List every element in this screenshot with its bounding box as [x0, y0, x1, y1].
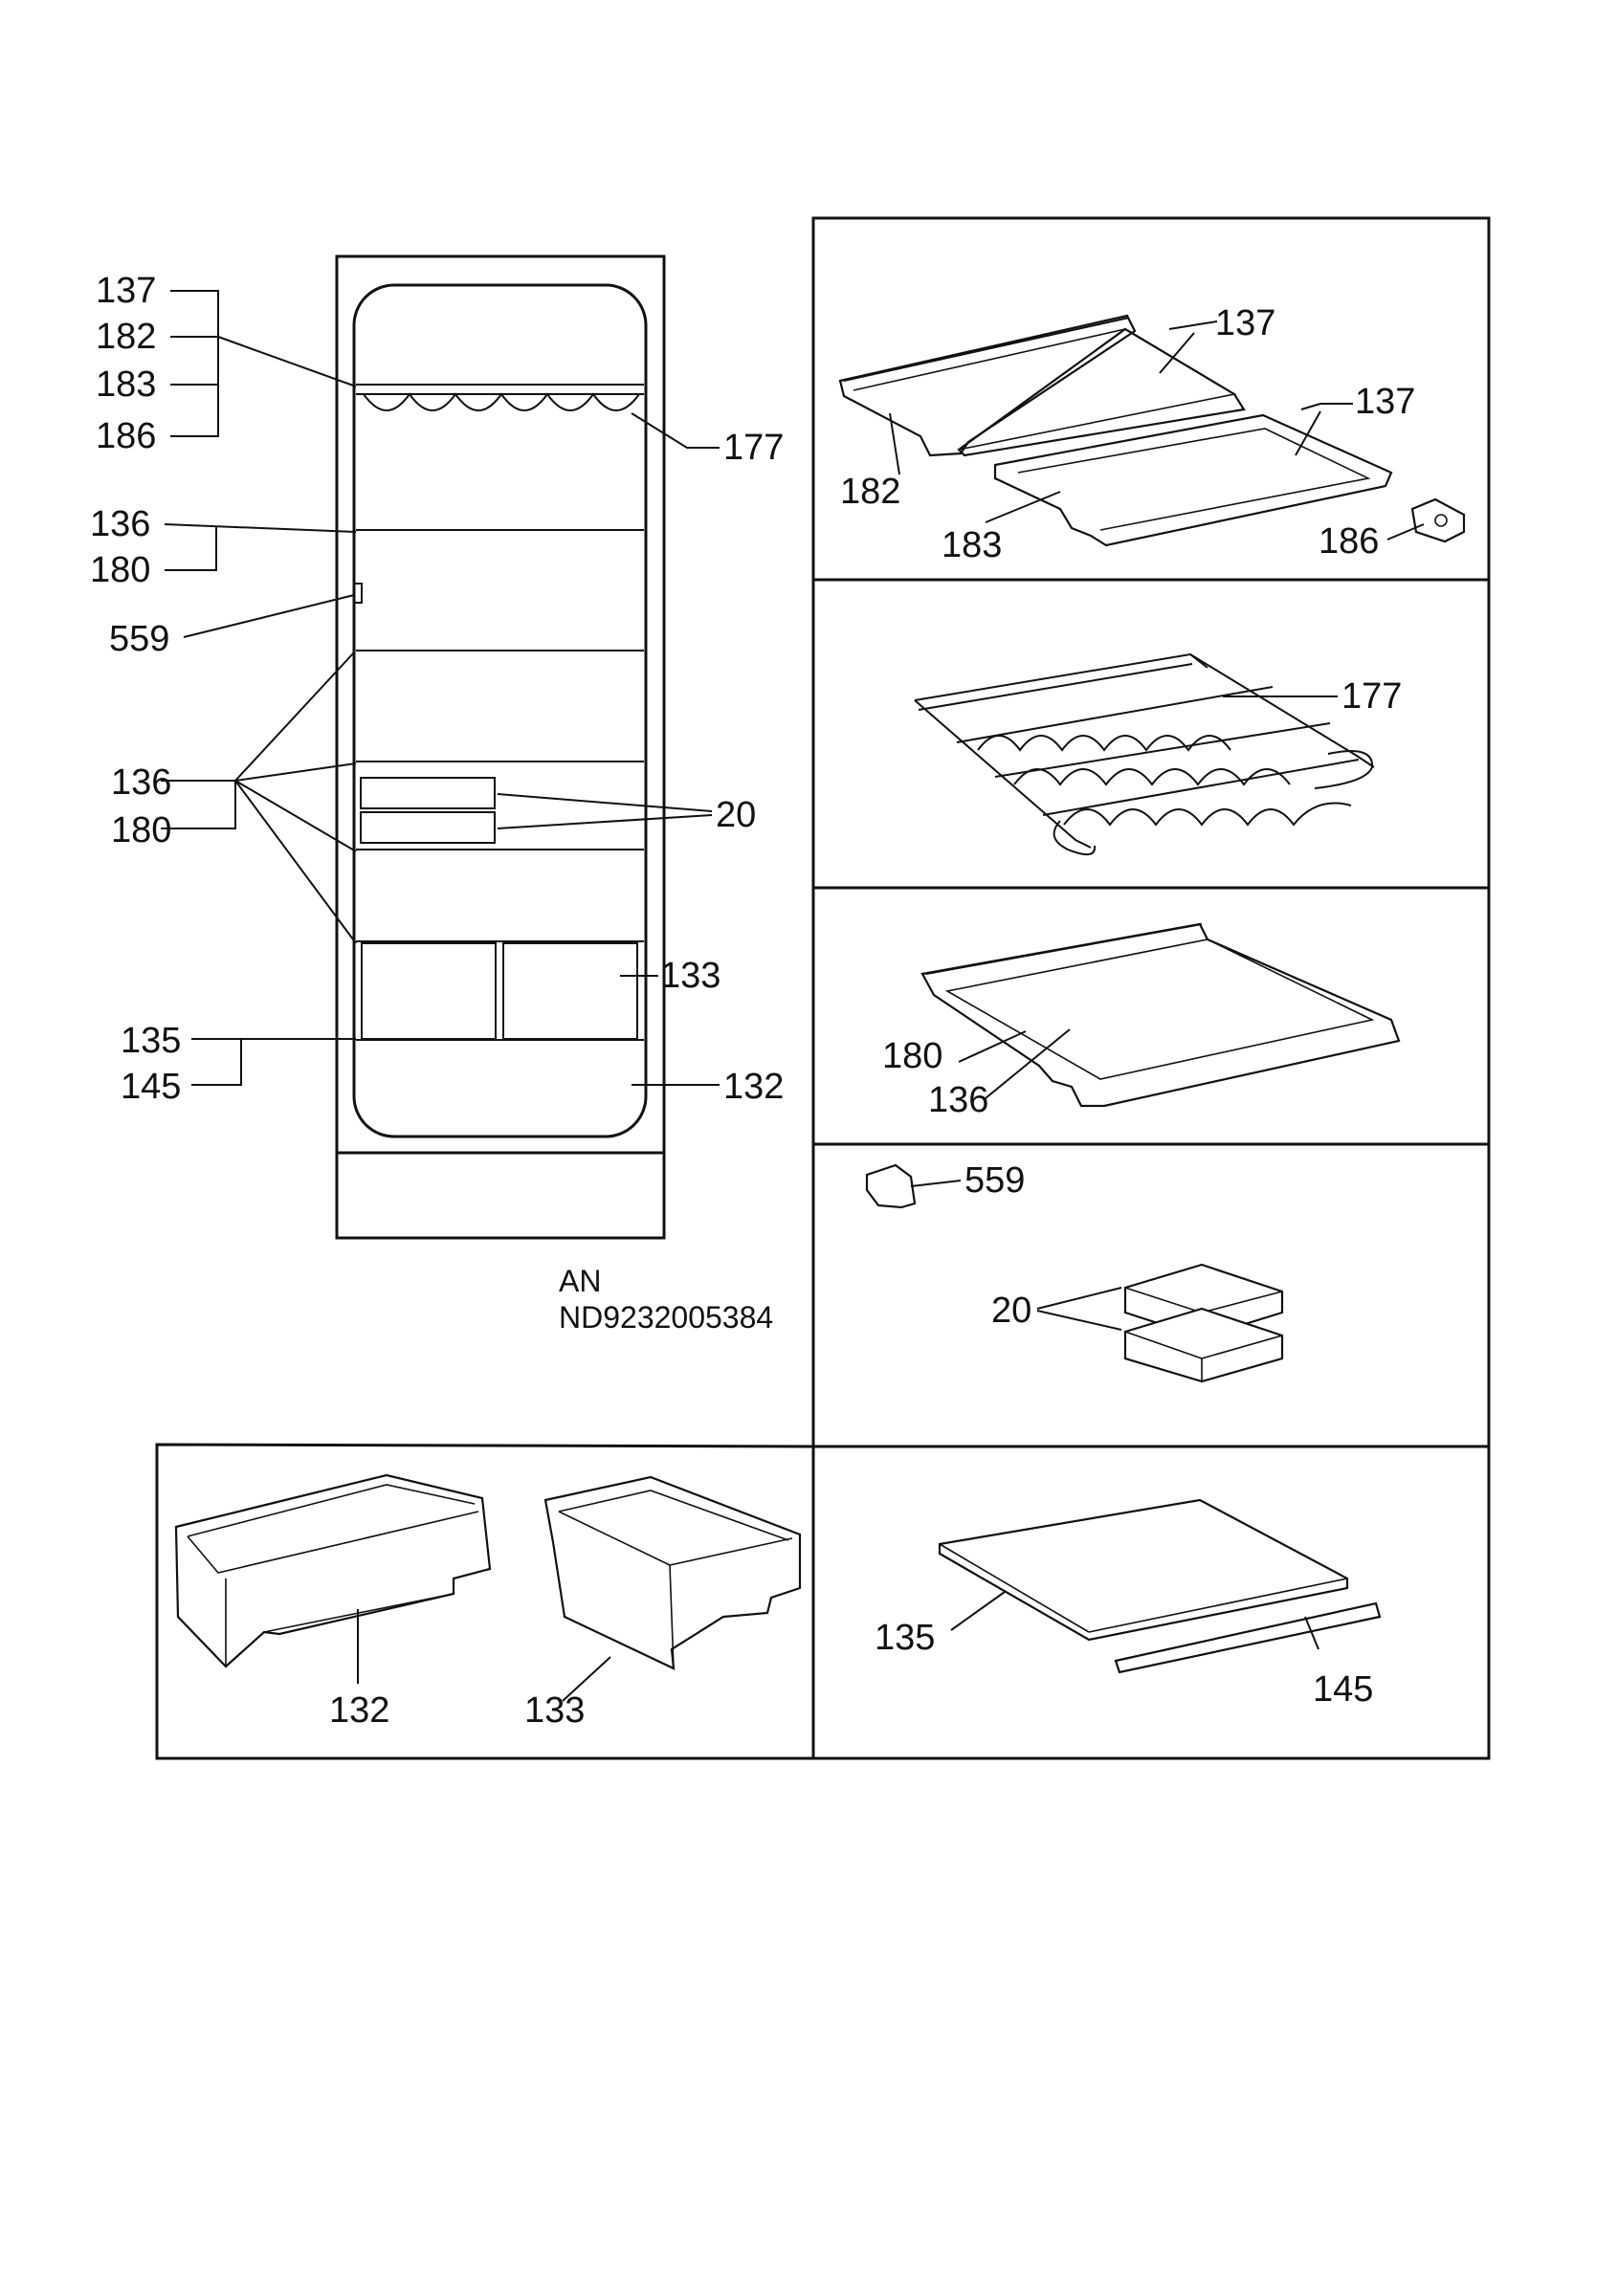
callout-137-shelf: 137	[1215, 303, 1275, 343]
caption-line-2: ND9232005384	[559, 1300, 773, 1335]
cabinet-overview	[161, 254, 720, 1240]
callout-183-shelf: 183	[942, 525, 1002, 565]
panel-frames	[155, 216, 1491, 1760]
callout-132-drawer: 132	[329, 1690, 389, 1731]
callout-177: 177	[723, 428, 784, 468]
panel-top-shelves: 137 137 182 183 186	[838, 303, 1466, 565]
panel-bottom-shelf: 135 145	[875, 1498, 1382, 1710]
callout-135-panel: 135	[875, 1618, 935, 1658]
callout-133-drawer: 133	[524, 1690, 585, 1731]
callout-132: 132	[723, 1067, 784, 1107]
callout-183: 183	[96, 364, 156, 405]
callout-133: 133	[660, 956, 720, 996]
callout-177-rack: 177	[1341, 676, 1402, 717]
callout-136-glass: 136	[928, 1080, 988, 1120]
callout-136-lower: 136	[111, 762, 171, 803]
callout-145: 145	[121, 1067, 181, 1107]
callout-180: 180	[90, 550, 150, 590]
panel-glass-shelf: 180 136	[882, 922, 1401, 1120]
callout-180-lower: 180	[111, 810, 171, 850]
panel-drawers: 132 133	[174, 1473, 802, 1731]
callout-137: 137	[96, 271, 156, 311]
callout-559-part: 559	[964, 1160, 1025, 1201]
panel-small-parts: 559 20	[865, 1160, 1284, 1383]
callout-180-glass: 180	[882, 1036, 942, 1076]
overview-callouts: 137 182 183 186 136 180 559 136 180 135 …	[90, 271, 784, 1107]
callout-20-part: 20	[991, 1291, 1031, 1331]
diagram-caption: AN ND9232005384	[559, 1264, 773, 1335]
callout-186-shelf: 186	[1319, 521, 1379, 562]
callout-135: 135	[121, 1021, 181, 1061]
callout-137-shelf-2: 137	[1355, 382, 1415, 422]
callout-136: 136	[90, 504, 150, 544]
callout-20: 20	[716, 795, 756, 835]
caption-line-1: AN	[559, 1264, 601, 1298]
callout-559: 559	[109, 619, 169, 659]
callout-145-panel: 145	[1313, 1669, 1373, 1710]
callout-182-shelf: 182	[840, 472, 900, 512]
callout-182: 182	[96, 317, 156, 357]
callout-186: 186	[96, 416, 156, 456]
panel-wine-rack: 177	[914, 652, 1402, 856]
